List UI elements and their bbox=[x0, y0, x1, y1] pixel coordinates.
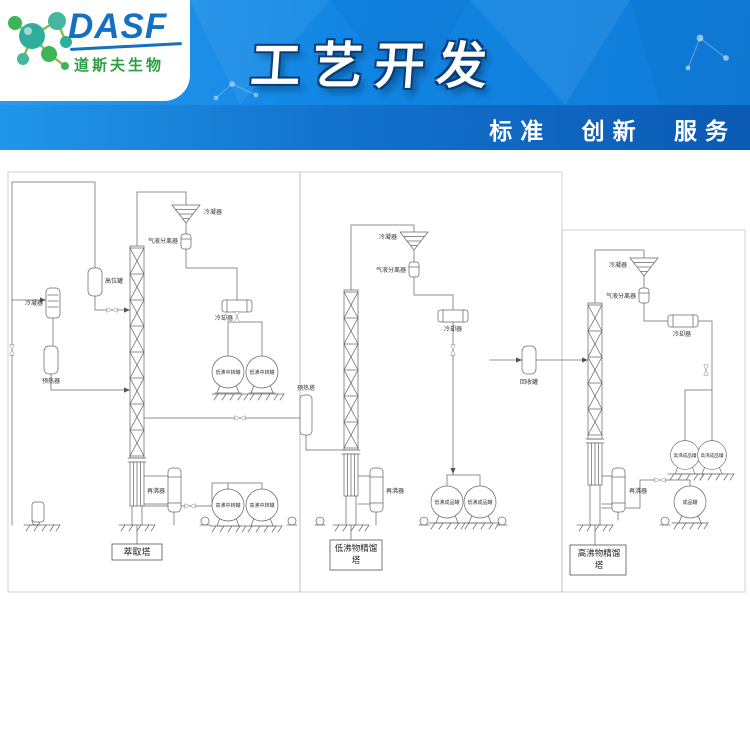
brand-name: DASF bbox=[68, 7, 168, 46]
brand-subtitle: 道斯夫生物 bbox=[74, 57, 165, 74]
t3-bottoms-valve-icon bbox=[654, 477, 666, 483]
t1-name-label: 萃取塔 bbox=[123, 546, 150, 557]
diagram-canvas: 冷凝器 气液分离器 高位罐 冷凝器 预热器 冷却器 低沸中转罐 低沸中转罐 再沸… bbox=[0, 150, 750, 750]
t1-bottoms-valve-icon bbox=[184, 503, 196, 509]
diagram-labels: 冷凝器 气液分离器 高位罐 冷凝器 预热器 冷却器 低沸中转罐 低沸中转罐 再沸… bbox=[25, 208, 724, 570]
t2-name-label-line2: 塔 bbox=[352, 555, 361, 565]
molecule-motif-icon bbox=[213, 81, 259, 101]
t3-separator bbox=[638, 287, 650, 304]
t1-transfer-tank-low-b-label: 低沸中转罐 bbox=[249, 369, 274, 376]
t3-flow-arrow-icon bbox=[581, 356, 589, 364]
t1-pump-icon bbox=[199, 516, 211, 526]
section-low-boiler-column bbox=[143, 224, 508, 571]
t2-column bbox=[341, 289, 361, 526]
t1-condenser bbox=[171, 204, 201, 232]
t3-product-tank-label: 成品罐 bbox=[682, 499, 697, 506]
t2-separator-label: 气液分离器 bbox=[376, 266, 406, 274]
t3-recovery-tank-label: 回收罐 bbox=[520, 378, 538, 386]
t2-condenser-label: 冷凝器 bbox=[379, 233, 397, 241]
t1-head-tank-label: 高位罐 bbox=[105, 277, 123, 285]
t2-preheat-tower bbox=[299, 394, 313, 436]
t2-flow-arrow-icon bbox=[449, 467, 457, 475]
t2-pump-icon bbox=[418, 516, 430, 526]
t1-left-valve-icon bbox=[9, 344, 15, 356]
t3-condenser bbox=[629, 257, 659, 285]
t2-name-label-line1: 低沸物精馏 bbox=[335, 543, 378, 553]
t2-product-tank-a-label: 低沸成品罐 bbox=[434, 499, 459, 506]
t1-transfer-tank-low-a-label: 低沸中转罐 bbox=[215, 369, 240, 376]
t1-condenser-label: 冷凝器 bbox=[204, 208, 222, 216]
t3-cooler bbox=[667, 314, 699, 328]
header-banner: DASF 道斯夫生物 工艺开发 bbox=[0, 0, 750, 105]
t1-preheater bbox=[43, 345, 59, 375]
t2-reboiler-label: 再沸器 bbox=[386, 487, 404, 495]
t2-feed-valve-icon bbox=[234, 415, 246, 421]
molecule-motif-icon bbox=[685, 34, 729, 71]
brand-text: DASF 道斯夫生物 bbox=[68, 8, 188, 75]
t2-product-tank-b-label: 低沸成品罐 bbox=[467, 499, 492, 506]
t3-product-tank-a-label: 高沸成品罐 bbox=[674, 452, 697, 459]
t1-pump-icon bbox=[286, 516, 298, 526]
t2-separator bbox=[408, 261, 420, 278]
t2-cooler-label: 冷却器 bbox=[444, 325, 462, 333]
t2-preheat-tower-label: 预热塔 bbox=[297, 384, 315, 392]
t3-reboiler bbox=[611, 467, 626, 513]
section-extraction bbox=[9, 181, 298, 561]
section-frames bbox=[7, 171, 746, 593]
tagline-text: 标准 创新 服务 bbox=[489, 118, 736, 144]
t3-reboiler-label: 再沸器 bbox=[629, 487, 647, 495]
t3-flow-arrow-icon bbox=[515, 356, 523, 364]
t3-condenser-label: 冷凝器 bbox=[609, 261, 627, 269]
t3-cooler-label: 冷却器 bbox=[673, 330, 691, 338]
t3-product-tank-b-label: 高沸成品罐 bbox=[701, 452, 724, 459]
t2-pump-icon bbox=[314, 516, 326, 526]
banner-polygon-decoration bbox=[190, 0, 750, 105]
t3-separator-label: 气液分离器 bbox=[606, 292, 636, 300]
brand-logo: DASF 道斯夫生物 bbox=[0, 0, 190, 101]
t1-transfer-tank-high-a-label: 高沸中转罐 bbox=[215, 502, 240, 509]
t1-transfer-tank-high-b-label: 高沸中转罐 bbox=[249, 502, 274, 509]
t2-name-box bbox=[329, 539, 383, 571]
t1-column bbox=[127, 245, 147, 526]
t1-separator bbox=[180, 233, 192, 250]
t3-pipes bbox=[489, 249, 713, 546]
t3-column bbox=[585, 302, 605, 526]
t3-name-label-line1: 高沸物精馏 bbox=[578, 548, 621, 558]
t3-distillate-valve-icon bbox=[703, 364, 709, 376]
t2-distillate-valve-icon bbox=[450, 344, 456, 356]
molecule-logo-icon bbox=[8, 12, 72, 70]
t2-reboiler bbox=[369, 467, 384, 513]
section-high-boiler-column bbox=[489, 249, 735, 576]
t1-reboiler-label: 再沸器 bbox=[147, 487, 165, 495]
process-flow-diagram: 冷凝器 气液分离器 高位罐 冷凝器 预热器 冷却器 低沸中转罐 低沸中转罐 再沸… bbox=[7, 171, 746, 593]
t1-head-tank bbox=[87, 267, 103, 297]
t2-cooler bbox=[437, 309, 469, 323]
t3-name-label-line2: 塔 bbox=[595, 560, 604, 570]
t1-name-box bbox=[111, 543, 163, 561]
t1-reboiler bbox=[167, 467, 182, 513]
t2-condenser bbox=[399, 231, 429, 259]
t1-preheater-label: 预热器 bbox=[42, 377, 60, 385]
t1-left-condenser-label: 冷凝器 bbox=[25, 299, 43, 307]
t1-separator-label: 气液分离器 bbox=[148, 237, 178, 245]
t3-pump-icon bbox=[659, 516, 671, 526]
t1-feed-valve-icon bbox=[106, 307, 118, 313]
t2-pipes bbox=[143, 224, 481, 541]
t1-left-condenser bbox=[45, 287, 61, 319]
t1-cooler-label: 冷却器 bbox=[215, 314, 233, 322]
t1-cooler bbox=[221, 299, 253, 313]
t3-recovery-tank bbox=[521, 345, 537, 375]
t1-flow-arrow-icon bbox=[123, 306, 131, 314]
t1-flow-arrow-icon bbox=[123, 386, 131, 394]
t1-distillate-valve-icon bbox=[234, 311, 240, 323]
tagline-strip: 标准 创新 服务 bbox=[0, 105, 750, 150]
t3-name-box bbox=[569, 544, 627, 576]
t1-small-vessel bbox=[31, 501, 45, 523]
